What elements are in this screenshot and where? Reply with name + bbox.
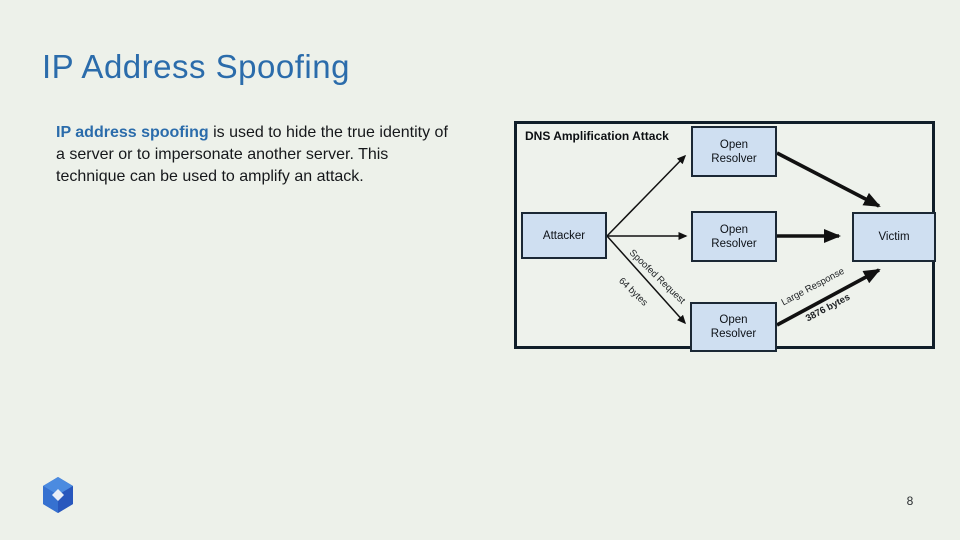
body-line-3: technique can be used to amplify an atta… <box>56 168 364 185</box>
node-open-resolver-top-label: Open Resolver <box>711 138 757 165</box>
node-open-resolver-top: Open Resolver <box>691 126 777 177</box>
node-open-resolver-middle-label: Open Resolver <box>711 223 757 250</box>
node-victim-label: Victim <box>878 231 910 243</box>
node-open-resolver-bottom-label: Open Resolver <box>710 314 757 340</box>
diagram-title: DNS Amplification Attack <box>525 129 669 143</box>
page-number: 8 <box>906 494 914 508</box>
node-victim: Victim <box>852 212 936 262</box>
page-title: IP Address Spoofing <box>42 48 350 85</box>
blue-hexagon-logo-icon <box>43 477 73 513</box>
body-line-2: a server or to impersonate another serve… <box>56 146 389 163</box>
diagram-arrows <box>606 151 881 327</box>
node-open-resolver-bottom: Open Resolver <box>690 302 777 352</box>
body-lead-term: IP address spoofing <box>56 124 209 141</box>
body-paragraph: IP address spoofing is used to hide the … <box>56 122 526 188</box>
node-attacker-label: Attacker <box>542 229 586 242</box>
body-line-1-rest: is used to hide the true identity of <box>208 124 448 141</box>
node-attacker: Attacker <box>521 212 607 259</box>
node-open-resolver-middle: Open Resolver <box>691 211 777 262</box>
dns-amplification-diagram: DNS Amplification Attack Attacker Open R… <box>514 121 936 352</box>
body-line-1: IP address spoofing is used to hide the … <box>56 122 526 144</box>
